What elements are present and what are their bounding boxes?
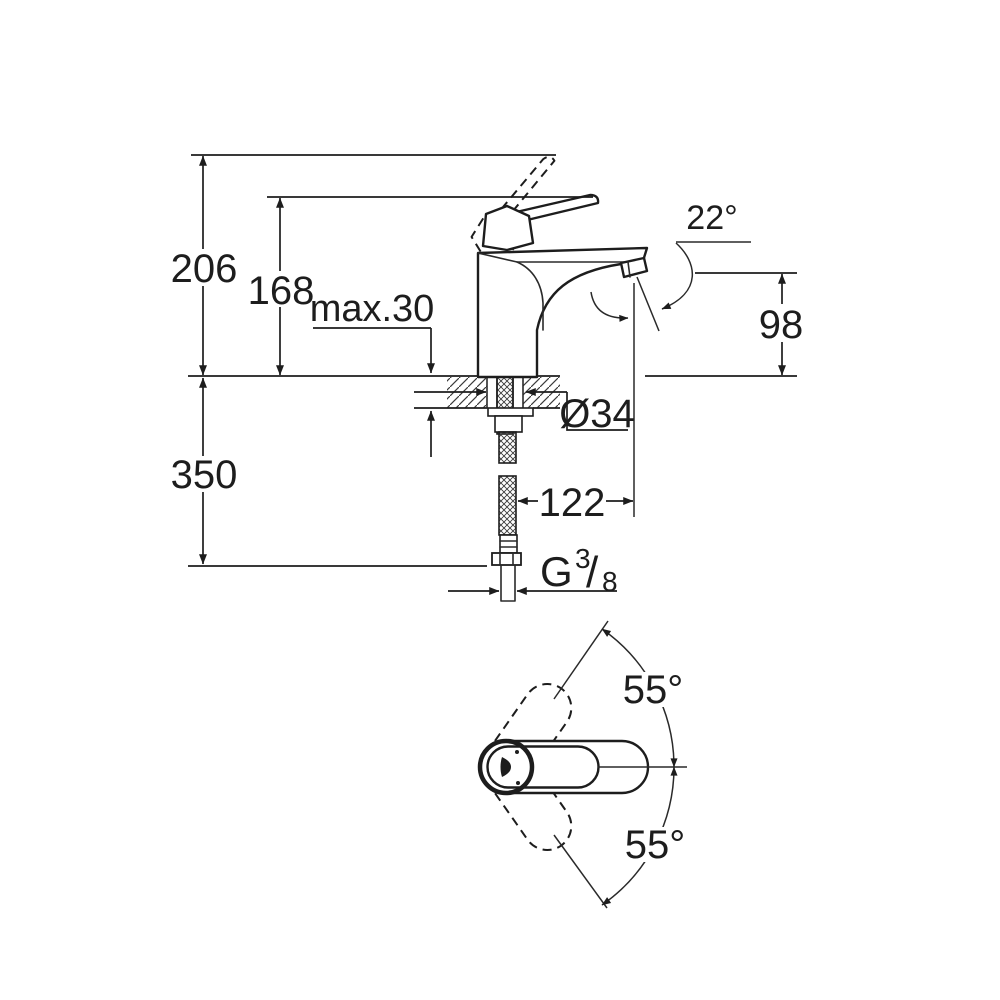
hose-lower xyxy=(498,475,517,536)
thread-slash-label: / xyxy=(586,548,599,597)
dimension-overall-height: 206 xyxy=(171,154,556,376)
handle-solid xyxy=(481,193,600,252)
swivel-arc xyxy=(590,291,629,322)
dimension-thread: G 3 / 8 xyxy=(448,543,618,597)
connector-pipe xyxy=(500,564,516,602)
angle-arc xyxy=(661,242,694,310)
thread-prefix-label: G xyxy=(540,548,573,595)
faucet-body xyxy=(476,246,649,379)
handle-mark xyxy=(500,757,511,777)
spout-angle-label: 22° xyxy=(686,199,737,237)
swing-upper-label: 55° xyxy=(623,668,684,712)
upper-swing-line xyxy=(553,620,609,700)
deck-thickness-label: max.30 xyxy=(310,288,435,330)
swing-annotation: 55° 55° xyxy=(553,620,687,909)
thread-denominator-label: 8 xyxy=(602,566,618,597)
dimension-deck-thickness: max.30 xyxy=(310,288,435,457)
hose-upper xyxy=(498,431,517,464)
dimension-outlet-projection: 122 xyxy=(517,481,634,525)
dimension-lever-height: 168 xyxy=(248,196,593,376)
stream-angle xyxy=(590,241,751,517)
dimension-spout-angle: 22° xyxy=(686,199,737,237)
overall-height-label: 206 xyxy=(171,247,238,291)
hole-diameter-label: Ø34 xyxy=(559,392,635,436)
stream-line xyxy=(636,276,660,332)
dimension-outlet-height: 98 xyxy=(645,272,805,377)
hose-drop-label: 350 xyxy=(171,453,238,497)
handle-top-face xyxy=(486,745,600,789)
outlet-projection-label: 122 xyxy=(539,481,606,525)
dimension-hose-drop: 350 xyxy=(171,377,487,567)
handle-lever xyxy=(510,193,600,226)
thread-numerator-label: 3 xyxy=(575,543,591,574)
connector-nut xyxy=(491,552,522,566)
handle-swing-dashed xyxy=(481,683,573,851)
mounting-flange xyxy=(487,407,534,417)
lever-height-label: 168 xyxy=(248,269,315,313)
mounting-nut xyxy=(494,415,523,433)
dimension-hole-diameter: Ø34 xyxy=(414,388,635,436)
hose-fitting xyxy=(499,534,518,554)
side-view: 206 168 max.30 22° 98 xyxy=(171,154,805,602)
handle-base xyxy=(481,204,535,252)
outlet-height-label: 98 xyxy=(759,303,804,347)
swing-lower-label: 55° xyxy=(625,823,686,867)
supply-hose xyxy=(487,373,534,602)
plan-view: 55° 55° xyxy=(477,620,687,909)
lower-swing-line xyxy=(553,834,608,909)
